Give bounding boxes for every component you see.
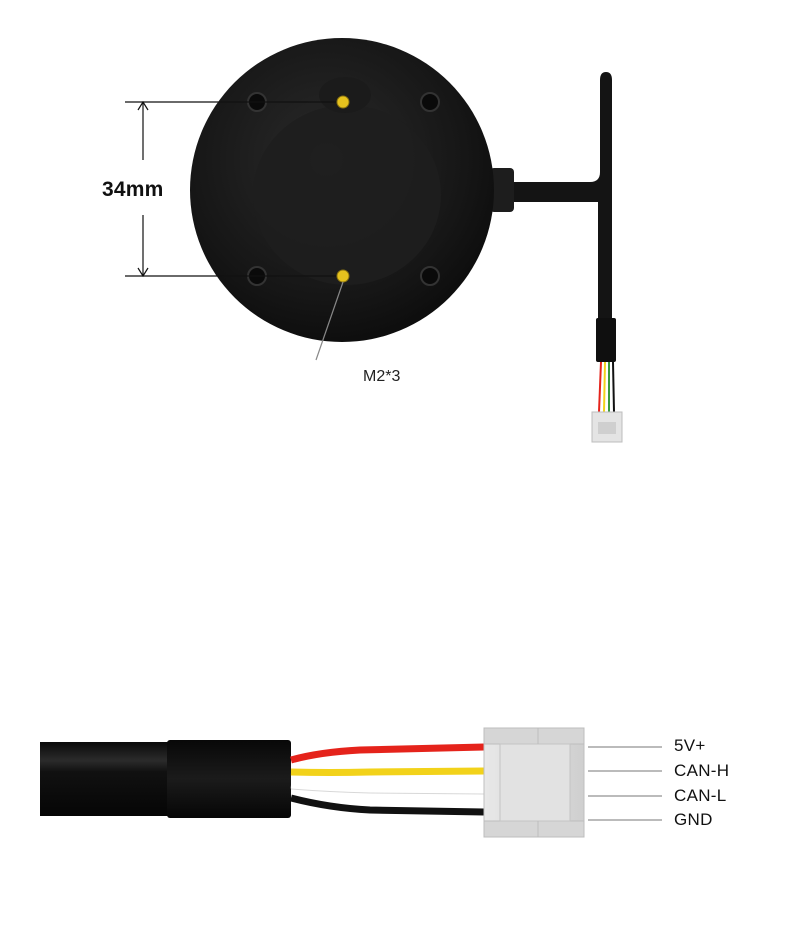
dimension-label: 34mm (102, 178, 164, 201)
mast-collar (490, 168, 514, 212)
mount-screw-bottom (336, 269, 350, 283)
pin-label-5v: 5V+ (674, 736, 706, 755)
small-connector-slot (598, 422, 616, 434)
mount-screw-top (336, 95, 350, 109)
screw-hole-top-right (420, 92, 440, 112)
wire-can-l (290, 781, 485, 794)
wire-gnd (290, 794, 485, 816)
cable-assembly (40, 727, 662, 838)
connector-latch-top (483, 727, 585, 745)
mast-arm (492, 72, 612, 330)
dimension-34mm (125, 100, 336, 278)
wire-can-h (290, 767, 485, 776)
cable-jacket (40, 742, 180, 816)
connector-face (499, 743, 571, 822)
small-wire-yellow (603, 361, 606, 413)
connector-latch-bottom (483, 820, 585, 838)
gps-puck (190, 38, 623, 443)
screw-label: M2*3 (363, 368, 401, 385)
screw-hole-bottom-right (420, 266, 440, 286)
small-wire-red (598, 361, 602, 413)
small-wire-black (612, 361, 615, 413)
pin-label-can-h: CAN-H (674, 761, 730, 780)
wire-can-l-outline (290, 788, 485, 795)
pin-label-gnd: GND (674, 810, 713, 829)
puck-inner-plate (253, 105, 441, 285)
puck-boss (319, 77, 371, 113)
wire-5v (290, 743, 485, 764)
cable-sleeve-top (596, 318, 616, 362)
cable-heatshrink (167, 740, 291, 818)
pin-label-can-l: CAN-L (674, 786, 727, 805)
screw-leader-line (315, 281, 344, 361)
